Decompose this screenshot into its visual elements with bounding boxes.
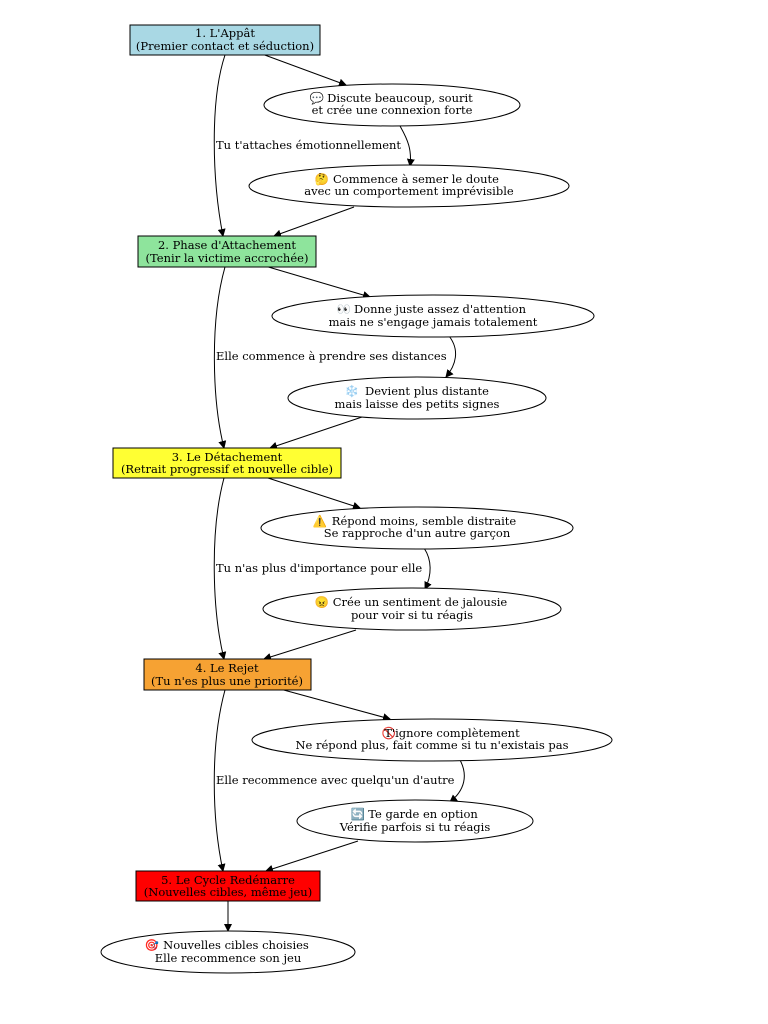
note-5-node: ⚠️ Répond moins, semble distraite Se rap… bbox=[260, 506, 574, 550]
note-9-node: 🎯 Nouvelles cibles choisies Elle recomme… bbox=[100, 930, 356, 974]
note-5-line1: Répond moins, semble distraite bbox=[332, 514, 517, 528]
note-7-ellipse bbox=[251, 718, 613, 762]
stage-5-subtitle: (Nouvelles cibles, même jeu) bbox=[144, 885, 312, 899]
snowflake-icon: ❄️ bbox=[345, 384, 359, 398]
note-6-line2: pour voir si tu réagis bbox=[351, 608, 473, 622]
target-icon: 🎯 bbox=[145, 938, 160, 952]
note-7-line2: Ne répond plus, fait comme si tu n'exist… bbox=[295, 738, 568, 752]
note-2-line1: Commence à semer le doute bbox=[333, 172, 499, 186]
edge-label-importance: Tu n'as plus d'importance pour elle bbox=[216, 561, 422, 575]
stage-2-box bbox=[137, 235, 317, 268]
edge-stage3-to-note5 bbox=[267, 477, 361, 510]
note-1-ellipse bbox=[263, 83, 521, 127]
edge-label-distances: Elle commence à prendre ses distances bbox=[216, 349, 447, 363]
note-1-node: 💬 Discute beaucoup, sourit et crée une c… bbox=[263, 83, 521, 127]
edge-note4-to-stage3 bbox=[269, 416, 363, 450]
note-6-line1: Crée un sentiment de jalousie bbox=[333, 595, 508, 609]
note-3-node: 👀 Donne juste assez d'attention mais ne … bbox=[271, 294, 595, 338]
note-2-ellipse bbox=[248, 164, 570, 208]
angry-face-icon: 😠 bbox=[315, 595, 329, 609]
stage-4-node: 4. Le Rejet (Tu n'es plus une priorité) bbox=[143, 658, 312, 691]
stage-3-title: 3. Le Détachement bbox=[172, 450, 283, 464]
eyes-icon: 👀 bbox=[337, 302, 351, 316]
note-8-line2: Vérifie parfois si tu réagis bbox=[339, 820, 491, 834]
edge-note1-to-note2 bbox=[399, 125, 415, 167]
note-8-line1: Te garde en option bbox=[368, 807, 478, 821]
note-3-line1: Donne juste assez d'attention bbox=[354, 302, 527, 316]
note-8-ellipse bbox=[296, 799, 534, 843]
note-7-node: 🚫 T'ignore complètement Ne répond plus, … bbox=[251, 718, 613, 762]
edge-labels: Tu t'attaches émotionnellement Elle comm… bbox=[216, 138, 455, 787]
stage-4-title: 4. Le Rejet bbox=[195, 661, 259, 675]
stage-1-node: 1. L'Appât (Premier contact et séduction… bbox=[129, 24, 321, 56]
note-9-line2: Elle recommence son jeu bbox=[155, 951, 301, 965]
note-3-ellipse bbox=[271, 294, 595, 338]
edge-note8-to-stage5 bbox=[265, 840, 359, 873]
stage-2-node: 2. Phase d'Attachement (Tenir la victime… bbox=[137, 235, 317, 268]
note-6-node: 😠 Crée un sentiment de jalousie pour voi… bbox=[262, 587, 562, 631]
edge-stage2-to-stage3 bbox=[213, 266, 227, 449]
note-1-line1: Discute beaucoup, sourit bbox=[327, 91, 473, 105]
stage-3-node: 3. Le Détachement (Retrait progressif et… bbox=[112, 447, 342, 479]
note-4-ellipse bbox=[287, 376, 547, 420]
note-2-node: 🤔 Commence à semer le doute avec un comp… bbox=[248, 164, 570, 208]
stage-1-title: 1. L'Appât bbox=[195, 26, 255, 40]
edge-label-recommence: Elle recommence avec quelqu'un d'autre bbox=[216, 773, 455, 787]
prohibited-icon: 🚫 bbox=[382, 726, 396, 740]
edge-label-attachement: Tu t'attaches émotionnellement bbox=[216, 138, 401, 152]
edge-note6-to-stage4 bbox=[263, 629, 357, 661]
edge-stage4-to-stage5 bbox=[213, 689, 226, 872]
edge-note7-to-note8 bbox=[449, 759, 465, 803]
stage-2-subtitle: (Tenir la victime accrochée) bbox=[146, 251, 309, 265]
note-1-line2: et crée une connexion forte bbox=[312, 103, 473, 117]
edge-note3-to-note4 bbox=[445, 335, 457, 378]
stage-2-title: 2. Phase d'Attachement bbox=[158, 238, 296, 252]
edge-stage1-to-note1 bbox=[261, 53, 347, 87]
note-3-line2: mais ne s'engage jamais totalement bbox=[329, 315, 538, 329]
note-2-line2: avec un comportement imprévisible bbox=[304, 184, 514, 198]
note-4-line1: Devient plus distante bbox=[365, 384, 489, 398]
stage-3-subtitle: (Retrait progressif et nouvelle cible) bbox=[121, 462, 333, 476]
stage-5-box bbox=[135, 870, 321, 902]
note-5-ellipse bbox=[260, 506, 574, 550]
edge-stage1-to-stage2 bbox=[213, 54, 226, 237]
stage-1-box bbox=[129, 24, 321, 56]
stage-3-box bbox=[112, 447, 342, 479]
speech-bubble-icon: 💬 bbox=[310, 91, 325, 105]
note-8-node: 🔄 Te garde en option Vérifie parfois si … bbox=[296, 799, 534, 843]
note-9-line1: Nouvelles cibles choisies bbox=[163, 938, 309, 952]
note-5-line2: Se rapproche d'un autre garçon bbox=[324, 526, 511, 540]
stage-1-subtitle: (Premier contact et séduction) bbox=[136, 39, 314, 53]
stage-5-node: 5. Le Cycle Redémarre (Nouvelles cibles,… bbox=[135, 870, 321, 902]
edge-stage4-to-note7 bbox=[279, 688, 391, 722]
warning-icon: ⚠️ bbox=[313, 514, 327, 528]
edge-stage2-to-note3 bbox=[264, 265, 371, 299]
stage-4-box bbox=[143, 658, 312, 691]
cycle-arrows-icon: 🔄 bbox=[351, 807, 365, 821]
edge-note2-to-stage2 bbox=[273, 206, 355, 238]
thinking-face-icon: 🤔 bbox=[315, 172, 329, 186]
note-4-node: ❄️ Devient plus distante mais laisse des… bbox=[287, 376, 547, 420]
note-4-line2: mais laisse des petits signes bbox=[335, 397, 500, 411]
note-7-line1: T'ignore complètement bbox=[384, 726, 520, 740]
stage-4-subtitle: (Tu n'es plus une priorité) bbox=[151, 674, 303, 688]
edges bbox=[213, 53, 465, 932]
edge-note5-to-note6 bbox=[423, 547, 432, 590]
stage-5-title: 5. Le Cycle Redémarre bbox=[161, 873, 295, 887]
note-9-ellipse bbox=[100, 930, 356, 974]
edge-stage3-to-stage4 bbox=[213, 477, 227, 660]
note-6-ellipse bbox=[262, 587, 562, 631]
